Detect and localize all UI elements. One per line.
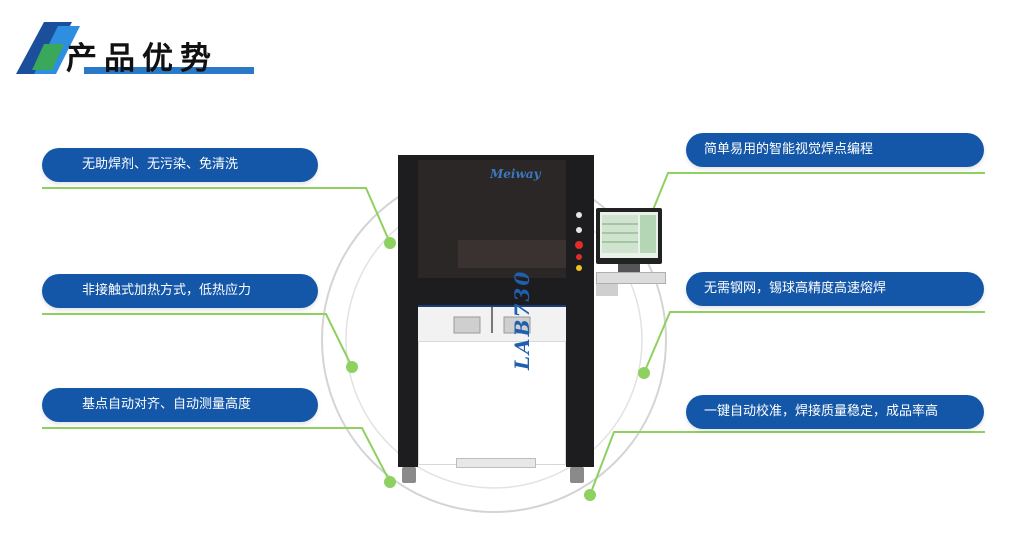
machine-work-bay	[418, 305, 566, 343]
machine-foot-right	[570, 467, 584, 483]
machine-window	[418, 160, 570, 278]
connector-right-3	[589, 431, 985, 496]
monitor-icon	[596, 208, 662, 264]
connector-dot-icon	[584, 489, 596, 501]
brand-logo: Meiway	[490, 167, 541, 181]
machine-window-inner	[458, 240, 570, 268]
screen-ui-icon	[602, 215, 656, 253]
feature-pill-left-2: 非接触式加热方式，低热应力	[42, 274, 318, 308]
indicator-light-icon	[576, 227, 582, 233]
feature-pill-right-2: 无需钢网，锡球高精度高速熔焊	[686, 272, 984, 306]
feature-label: 一键自动校准，焊接质量稳定，成品率高	[704, 404, 939, 419]
connector-dot-icon	[638, 367, 650, 379]
connector-left-1	[42, 187, 391, 244]
feature-label: 无需钢网，锡球高精度高速熔焊	[704, 281, 887, 296]
emergency-button-icon	[575, 241, 583, 249]
connector-dot-icon	[384, 237, 396, 249]
fixture-icon	[453, 307, 531, 334]
machine-foot-left	[402, 467, 416, 483]
model-label: LAB730	[510, 269, 534, 370]
connector-dot-icon	[384, 476, 396, 488]
title-underline	[84, 67, 254, 74]
page-title: 产品优势	[66, 41, 218, 77]
connector-right-1	[643, 172, 985, 233]
machine-side-left	[398, 155, 418, 467]
connector-dot-icon	[346, 361, 358, 373]
machine-lower-cabinet	[418, 341, 566, 465]
monitor-screen	[600, 212, 658, 258]
feature-pill-right-1: 简单易用的智能视觉焊点编程	[686, 133, 984, 167]
red-button-icon	[576, 254, 582, 260]
feature-label: 无助焊剂、无污染、免清洗	[82, 157, 239, 172]
monitor-stand	[618, 264, 640, 272]
feature-pill-left-1: 无助焊剂、无污染、免清洗	[42, 148, 318, 182]
title-mark-icon	[16, 22, 80, 74]
feature-label: 简单易用的智能视觉焊点编程	[704, 142, 874, 157]
machine-side-right	[566, 155, 594, 467]
monitor-arm	[596, 272, 666, 284]
connector-left-2	[42, 313, 353, 368]
feature-pill-right-3: 一键自动校准，焊接质量稳定，成品率高	[686, 395, 984, 429]
connector-right-2	[643, 311, 985, 374]
product-machine-image: Meiway LAB730	[398, 155, 594, 495]
feature-pill-left-3: 基点自动对齐、自动测量高度	[42, 388, 318, 422]
monitor-post	[596, 284, 618, 296]
yellow-button-icon	[576, 265, 582, 271]
feature-label: 基点自动对齐、自动测量高度	[82, 397, 252, 412]
feature-label: 非接触式加热方式，低热应力	[82, 283, 252, 298]
indicator-light-icon	[576, 212, 582, 218]
machine-base-drawer	[456, 458, 536, 468]
connector-left-3	[42, 427, 391, 483]
